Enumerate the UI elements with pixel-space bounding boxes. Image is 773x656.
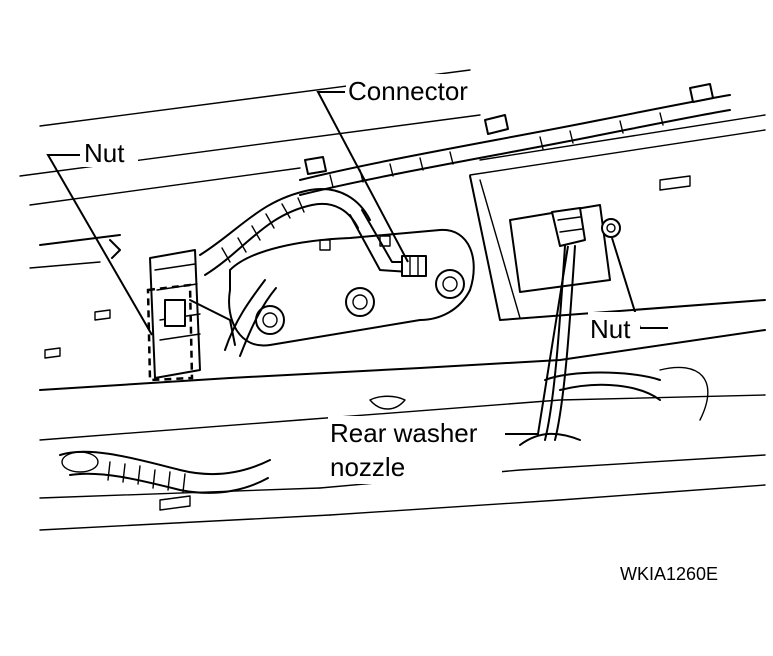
- upper-wire-harness: [299, 83, 731, 196]
- washer-nozzle: [551, 207, 586, 247]
- label-rear-washer-nozzle-line2: nozzle: [330, 452, 405, 482]
- figure-code: WKIA1260E: [620, 564, 718, 584]
- lower-left-harness: [59, 450, 271, 511]
- label-connector: Connector: [348, 76, 468, 106]
- mounting-bracket: [228, 228, 475, 347]
- label-nut-left: Nut: [84, 138, 125, 168]
- lock-module: [146, 249, 236, 382]
- bolt-3: [435, 269, 465, 299]
- nozzle-nut: [601, 218, 621, 238]
- rear-harness: [199, 188, 427, 357]
- bolt-2: [345, 287, 375, 317]
- label-nut-right: Nut: [590, 314, 631, 344]
- label-rear-washer-nozzle-line1: Rear washer: [330, 418, 478, 448]
- misc-details: [44, 239, 406, 410]
- leader-connector: [316, 91, 409, 263]
- leader-rear-washer-nozzle: [505, 245, 569, 435]
- rear-washer-nozzle-assembly: [509, 204, 709, 446]
- leader-nut-left: [46, 154, 153, 336]
- nut-location-outline: [146, 283, 194, 382]
